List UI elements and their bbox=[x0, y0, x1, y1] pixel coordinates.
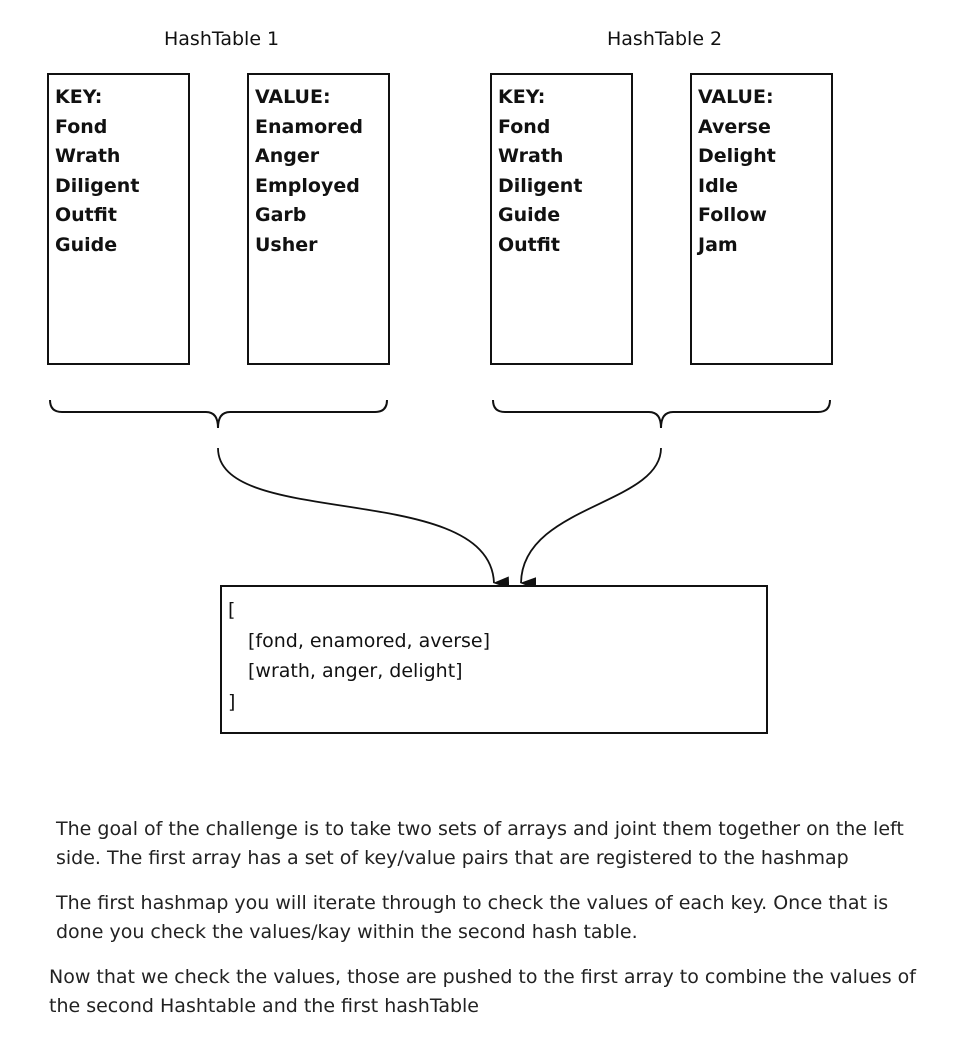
hashtable1-value: Employed bbox=[255, 174, 360, 197]
hashtable1-arrow bbox=[217, 447, 510, 589]
hashtable1-keys-column: KEY: Fond Wrath Diligent Outfit Guide bbox=[47, 73, 190, 365]
hashtable1-value: Anger bbox=[255, 145, 320, 167]
hashtable2-keys-header: KEY: bbox=[498, 86, 546, 108]
hashtable2-value: Jam bbox=[698, 233, 738, 256]
result-open-bracket: [ bbox=[228, 599, 236, 621]
result-close-bracket: ] bbox=[228, 690, 236, 713]
hashtable2-value: Follow bbox=[698, 204, 767, 226]
hashtable1-value: Usher bbox=[255, 233, 318, 256]
hashtable2-key: Outfit bbox=[498, 233, 560, 256]
hashtable1-key: Guide bbox=[55, 233, 118, 256]
hashtable1-value: Enamored bbox=[255, 115, 364, 138]
hashtable2-title: HashTable 2 bbox=[607, 28, 723, 50]
hashtable2-value: Idle bbox=[698, 174, 739, 197]
hashtable2-key: Guide bbox=[498, 204, 561, 226]
hashtable1-key: Diligent bbox=[55, 174, 140, 197]
hashtable2-keys-column: KEY: Fond Wrath Diligent Guide Outfit bbox=[490, 73, 633, 365]
hashtable1-key: Fond bbox=[55, 115, 108, 138]
hashtable2-value: Delight bbox=[698, 145, 776, 167]
hashtable2-values-header: VALUE: bbox=[698, 86, 774, 108]
hashtable1-brace bbox=[49, 399, 388, 429]
hashtable2-brace bbox=[492, 399, 831, 429]
hashtable1-value: Garb bbox=[255, 204, 307, 226]
hashtable1-key: Outfit bbox=[55, 204, 117, 226]
connectors bbox=[49, 399, 831, 590]
hashtable2-value: Averse bbox=[698, 115, 771, 138]
hashtable1-keys-header: KEY: bbox=[55, 86, 103, 108]
hashtable2-arrow bbox=[520, 447, 662, 590]
description-paragraph-1: The goal of the challenge is to take two… bbox=[56, 818, 904, 869]
result-row: [fond, enamored, averse] bbox=[248, 629, 491, 652]
hashtable1-values-header: VALUE: bbox=[255, 86, 331, 108]
hashtable1-values-column: VALUE: Enamored Anger Employed Garb Ushe… bbox=[247, 73, 390, 365]
description-paragraph-2: The first hashmap you will iterate throu… bbox=[56, 892, 889, 943]
result-array-box: [ [fond, enamored, averse] [wrath, anger… bbox=[220, 585, 768, 734]
hashtable1-key: Wrath bbox=[55, 145, 121, 167]
hashtable2-key: Wrath bbox=[498, 145, 564, 167]
hashtable2-key: Diligent bbox=[498, 174, 583, 197]
hashtable1-title: HashTable 1 bbox=[164, 28, 280, 50]
hashtable2-key: Fond bbox=[498, 115, 551, 138]
description-paragraph-3: Now that we check the values, those are … bbox=[49, 966, 916, 1017]
result-row: [wrath, anger, delight] bbox=[248, 660, 463, 682]
hashtable2-values-column: VALUE: Averse Delight Idle Follow Jam bbox=[690, 73, 833, 365]
